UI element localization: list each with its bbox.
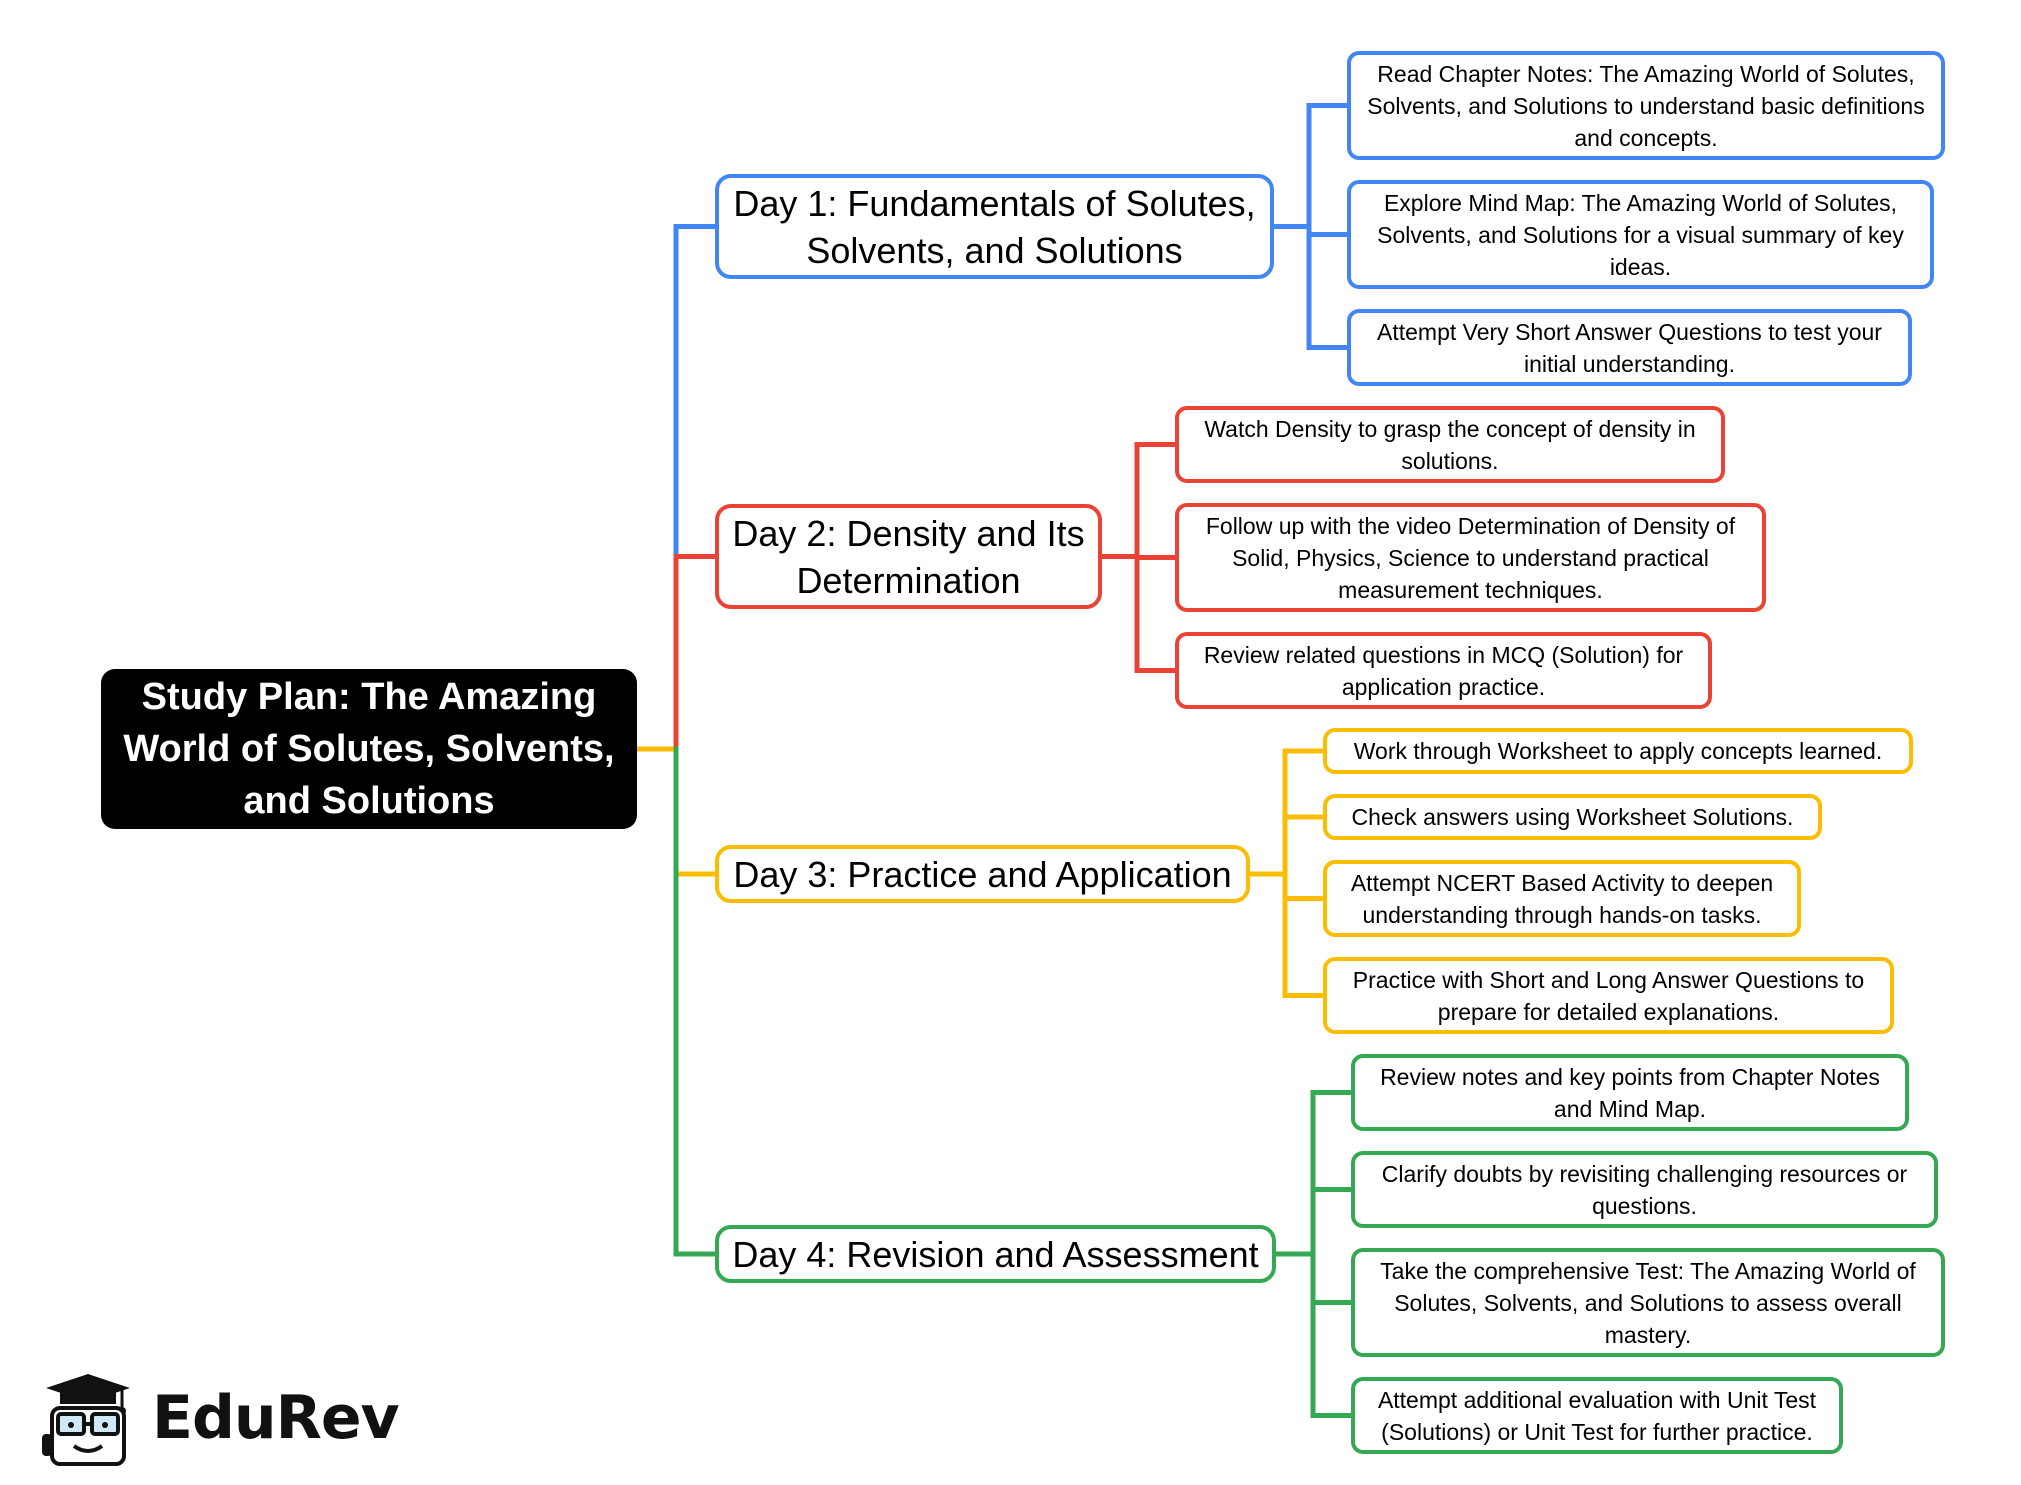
- root-node: Study Plan: The Amazing World of Solutes…: [101, 669, 637, 829]
- task-text: Attempt NCERT Based Activity to deepen u…: [1350, 869, 1774, 928]
- day-1-label: Day 1: Fundamentals of Solutes, Solvents…: [733, 182, 1256, 271]
- root-title: Study Plan: The Amazing World of Solutes…: [123, 676, 615, 822]
- logo-text: EduRev: [152, 1383, 400, 1453]
- day-4-task-2: Clarify doubts by revisiting challenging…: [1351, 1151, 1938, 1228]
- day-3-task-4: Practice with Short and Long Answer Ques…: [1323, 957, 1894, 1034]
- day-2-node: Day 2: Density and Its Determination: [715, 504, 1102, 609]
- task-text: Watch Density to grasp the concept of de…: [1204, 415, 1696, 474]
- day-4-task-4: Attempt additional evaluation with Unit …: [1351, 1377, 1843, 1454]
- edurev-logo: EduRev: [38, 1368, 400, 1468]
- day-4-label: Day 4: Revision and Assessment: [732, 1233, 1259, 1275]
- day-1-task-2: Explore Mind Map: The Amazing World of S…: [1347, 180, 1934, 289]
- day-3-task-3: Attempt NCERT Based Activity to deepen u…: [1323, 860, 1801, 937]
- graduation-cap-mascot-icon: [42, 1374, 130, 1466]
- day-3-task-1: Work through Worksheet to apply concepts…: [1323, 728, 1913, 774]
- task-text: Explore Mind Map: The Amazing World of S…: [1377, 189, 1904, 280]
- day-2-task-2: Follow up with the video Determination o…: [1175, 503, 1766, 612]
- task-text: Clarify doubts by revisiting challenging…: [1381, 1160, 1908, 1219]
- task-text: Take the comprehensive Test: The Amazing…: [1380, 1257, 1916, 1348]
- task-text: Read Chapter Notes: The Amazing World of…: [1367, 60, 1925, 151]
- task-text: Attempt additional evaluation with Unit …: [1377, 1386, 1817, 1445]
- task-text: Practice with Short and Long Answer Ques…: [1352, 966, 1865, 1025]
- day-1-node: Day 1: Fundamentals of Solutes, Solvents…: [715, 174, 1274, 279]
- task-text: Follow up with the video Determination o…: [1205, 512, 1736, 603]
- task-text: Review related questions in MCQ (Solutio…: [1203, 641, 1684, 700]
- task-text: Work through Worksheet to apply concepts…: [1353, 738, 1883, 764]
- day-2-task-3: Review related questions in MCQ (Solutio…: [1175, 632, 1712, 709]
- day-4-task-1: Review notes and key points from Chapter…: [1351, 1054, 1909, 1131]
- day-4-task-3: Take the comprehensive Test: The Amazing…: [1351, 1248, 1945, 1357]
- day-3-task-2: Check answers using Worksheet Solutions.: [1323, 794, 1822, 840]
- day-3-label: Day 3: Practice and Application: [733, 853, 1232, 895]
- task-text: Review notes and key points from Chapter…: [1380, 1063, 1880, 1122]
- day-2-task-1: Watch Density to grasp the concept of de…: [1175, 406, 1725, 483]
- task-text: Attempt Very Short Answer Questions to t…: [1377, 318, 1882, 377]
- day-1-task-3: Attempt Very Short Answer Questions to t…: [1347, 309, 1912, 386]
- day-4-node: Day 4: Revision and Assessment: [715, 1225, 1276, 1283]
- day-3-node: Day 3: Practice and Application: [715, 845, 1250, 903]
- day-2-label: Day 2: Density and Its Determination: [732, 512, 1085, 601]
- day-1-task-1: Read Chapter Notes: The Amazing World of…: [1347, 51, 1945, 160]
- task-text: Check answers using Worksheet Solutions.: [1351, 804, 1794, 830]
